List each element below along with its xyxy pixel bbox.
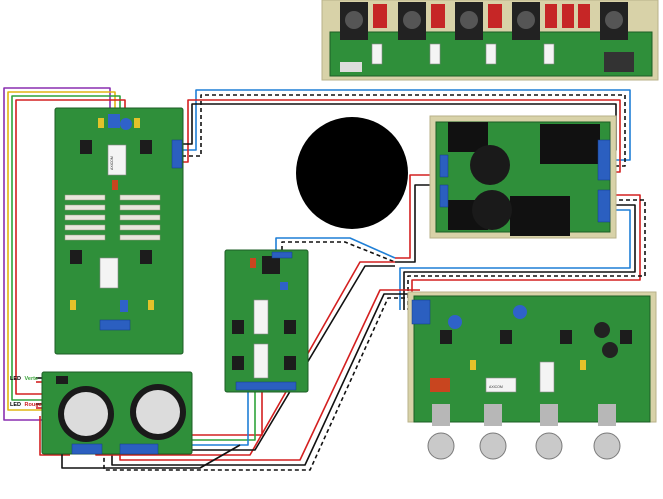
preamp-relays bbox=[485, 361, 555, 393]
io-connector-board bbox=[321, 0, 659, 81]
connector-row bbox=[340, 2, 628, 40]
wire-dash-diag1 bbox=[103, 297, 412, 471]
wire-red-mid bbox=[395, 174, 440, 259]
wire-yellow-left bbox=[7, 91, 116, 411]
wire-purple-left bbox=[3, 87, 111, 421]
main-board-top-components bbox=[80, 114, 152, 190]
power-terminal-bottom bbox=[597, 189, 611, 223]
main-board-bottom-components bbox=[70, 250, 154, 331]
pot-knob-3[interactable] bbox=[535, 432, 563, 460]
relay-marking-preamp: AXICOM bbox=[489, 385, 503, 389]
led-rouge-label: LED Rouge bbox=[10, 402, 42, 408]
main-board-resistor-array bbox=[64, 194, 161, 241]
power-terminal-top bbox=[597, 139, 611, 181]
relay-marking-main: AXICOM bbox=[110, 156, 114, 170]
black-disc bbox=[296, 117, 408, 229]
preamp-chips bbox=[440, 330, 632, 344]
io-relays bbox=[371, 43, 555, 65]
wire-red-left bbox=[15, 99, 126, 395]
wire-black-mid bbox=[395, 184, 440, 263]
main-board-header bbox=[171, 139, 183, 169]
wire-blue-top bbox=[182, 89, 631, 161]
wire-black-right bbox=[403, 204, 636, 310]
preamp-capacitors bbox=[430, 305, 618, 392]
led-verte-prefix: LED bbox=[10, 376, 21, 382]
pot-knob-1[interactable] bbox=[427, 432, 455, 460]
power-supply-board bbox=[41, 371, 193, 455]
main-amplifier-board bbox=[54, 107, 184, 355]
led-verte-color: Verte bbox=[25, 376, 38, 382]
wire-blue-mid1 bbox=[275, 237, 396, 259]
wire-red-diag1 bbox=[119, 289, 420, 461]
wire-bottom-left-red bbox=[39, 416, 70, 456]
wire-dash-mid bbox=[281, 241, 396, 263]
filter-capacitors bbox=[470, 145, 512, 230]
buffer-board bbox=[224, 249, 309, 393]
pot-knob-4[interactable] bbox=[593, 432, 621, 460]
power-amplifier-board bbox=[429, 115, 617, 239]
led-rouge-color: Rouge bbox=[25, 402, 42, 408]
led-verte-label: LED Verte bbox=[10, 376, 38, 382]
preamp-tone-board bbox=[407, 291, 657, 460]
wire-black-diag1 bbox=[111, 293, 416, 466]
wire-red-top bbox=[182, 99, 621, 173]
pot-knob-2[interactable] bbox=[479, 432, 507, 460]
wire-black-bottom bbox=[61, 444, 241, 469]
potentiometers bbox=[427, 404, 621, 460]
wire-dash-top bbox=[182, 94, 626, 167]
wire-blue-right bbox=[399, 209, 631, 310]
wire-dash-right bbox=[407, 199, 646, 310]
led-rouge-prefix: LED bbox=[10, 402, 21, 408]
